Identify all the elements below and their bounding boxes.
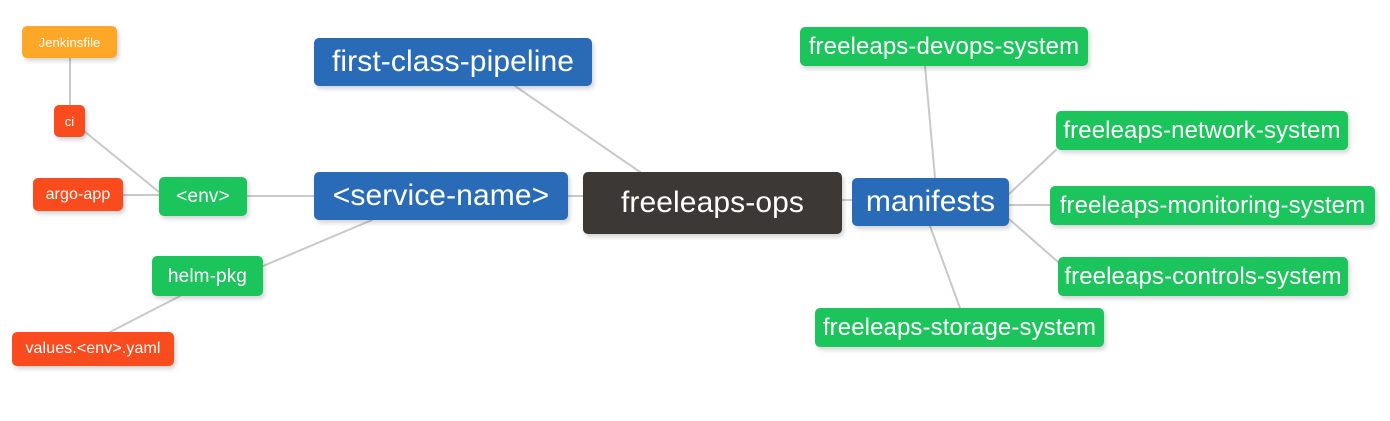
node-label: <env>	[176, 186, 230, 207]
edge-first-class-pipeline-to-freeleaps-ops	[514, 85, 641, 173]
node-label: ci	[64, 113, 75, 129]
edge-manifests-to-freeleaps-storage-system	[929, 225, 961, 309]
node-first-class-pipeline[interactable]: first-class-pipeline	[314, 38, 592, 86]
node-label: manifests	[865, 185, 996, 218]
node-values-env-yaml[interactable]: values.<env>.yaml	[12, 332, 174, 366]
node-label: helm-pkg	[168, 265, 247, 287]
node-helm-pkg[interactable]: helm-pkg	[152, 256, 263, 296]
node-jenkinsfile[interactable]: Jenkinsfile	[22, 26, 117, 58]
edge-manifests-to-freeleaps-network-system	[1008, 149, 1057, 195]
node-freeleaps-storage-system[interactable]: freeleaps-storage-system	[815, 308, 1104, 347]
node-label: argo-app	[45, 185, 111, 203]
node-argo-app[interactable]: argo-app	[33, 178, 123, 211]
edge-helm-pkg-to-service-name	[262, 219, 373, 267]
node-label: Jenkinsfile	[38, 34, 101, 50]
edge-manifests-to-freeleaps-devops-system	[924, 65, 936, 179]
node-env[interactable]: <env>	[159, 177, 247, 216]
node-freeleaps-controls-system[interactable]: freeleaps-controls-system	[1058, 257, 1348, 296]
node-freeleaps-ops[interactable]: freeleaps-ops	[583, 172, 842, 234]
node-label: freeleaps-network-system	[1063, 116, 1341, 144]
node-label: <service-name>	[332, 179, 550, 212]
node-label: freeleaps-storage-system	[822, 313, 1097, 341]
edge-values-env-yaml-to-helm-pkg	[109, 295, 181, 333]
node-label: values.<env>.yaml	[25, 340, 161, 357]
node-freeleaps-monitoring-system[interactable]: freeleaps-monitoring-system	[1050, 186, 1375, 225]
node-label: freeleaps-devops-system	[808, 32, 1080, 60]
node-label: freeleaps-controls-system	[1064, 262, 1342, 290]
node-freeleaps-network-system[interactable]: freeleaps-network-system	[1056, 111, 1348, 150]
edge-manifests-to-freeleaps-controls-system	[1008, 218, 1059, 263]
node-manifests[interactable]: manifests	[852, 178, 1009, 226]
node-label: first-class-pipeline	[331, 45, 575, 78]
node-freeleaps-devops-system[interactable]: freeleaps-devops-system	[800, 27, 1088, 66]
node-label: freeleaps-ops	[620, 186, 805, 219]
node-ci[interactable]: ci	[54, 105, 85, 137]
node-service-name[interactable]: <service-name>	[314, 172, 568, 220]
node-label: freeleaps-monitoring-system	[1059, 191, 1366, 219]
